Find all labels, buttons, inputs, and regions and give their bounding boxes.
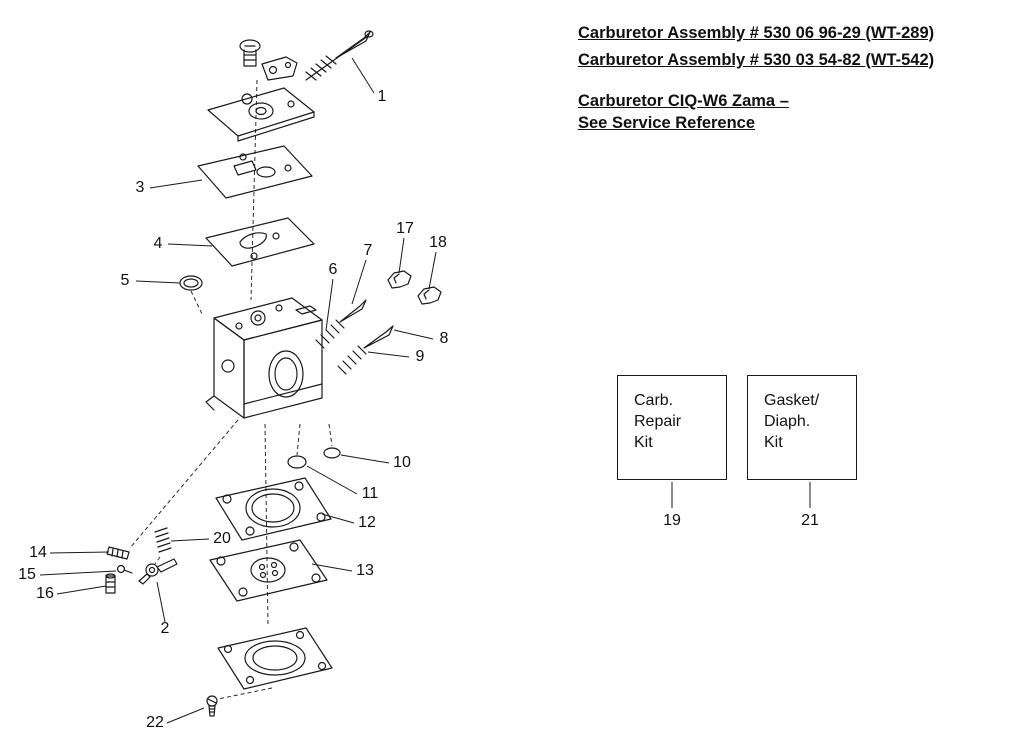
part-label-13: 13 (356, 562, 374, 579)
part-label-2: 2 (161, 620, 170, 637)
welch-plug-drawing (323, 447, 341, 459)
part-label-20: 20 (213, 530, 231, 547)
spring-20-drawing (154, 527, 172, 553)
part-label-18: 18 (429, 234, 447, 251)
carb-repair-kit-number: 19 (663, 512, 681, 529)
part-label-22: 22 (146, 714, 164, 731)
gasket-drawing (197, 145, 313, 199)
bottom-cover-drawing (217, 627, 333, 690)
part-label-9: 9 (416, 348, 425, 365)
part-label-8: 8 (440, 330, 449, 347)
part-label-11: 11 (362, 485, 379, 502)
part-label-16: 16 (36, 585, 54, 602)
assembly-title-2: Carburetor Assembly # 530 03 54-82 (WT-5… (578, 51, 935, 69)
part-label-7: 7 (364, 242, 373, 259)
thumb-screw-drawing (239, 39, 261, 67)
pump-diaphragm-drawing (215, 477, 332, 541)
part-label-5: 5 (121, 272, 130, 289)
part-label-4: 4 (154, 235, 163, 252)
clip-18-drawing (417, 286, 442, 305)
valve-16-drawing (105, 573, 116, 594)
metering-lever-drawing (138, 558, 178, 585)
part-label-10: 10 (393, 454, 411, 471)
gasket-diaphragm-kit-label: Gasket/ Diaph. Kit (764, 392, 820, 452)
metering-plate-drawing (205, 217, 315, 267)
ring-drawing (287, 455, 307, 469)
part-label-14: 14 (29, 544, 47, 561)
plug-drawing (179, 275, 203, 291)
gasket-diaphragm-kit-number: 21 (801, 512, 819, 529)
part-label-15: 15 (18, 566, 36, 583)
leader-lines (39, 57, 811, 724)
service-reference-line: See Service Reference (578, 114, 756, 132)
screw-15-drawing (116, 564, 133, 574)
needle-spring-assembly-drawing (305, 30, 374, 81)
gasket-diaphragm-kit-box: Gasket/ Diaph. Kit (747, 375, 857, 480)
part-label-12: 12 (358, 514, 376, 531)
part-label-6: 6 (329, 261, 338, 278)
needle-valve-lower-drawing (337, 325, 394, 375)
assembly-title-1: Carburetor Assembly # 530 06 96-29 (WT-2… (578, 24, 935, 42)
part-label-3: 3 (136, 179, 145, 196)
part-label-17: 17 (396, 220, 414, 237)
cover-screw-drawing (206, 695, 218, 717)
bracket-drawing (261, 56, 298, 81)
needle-valve-upper-drawing (315, 299, 367, 349)
pin-14-drawing (106, 546, 130, 560)
carb-repair-kit-box: Carb. Repair Kit (617, 375, 727, 480)
clip-17-drawing (387, 270, 412, 289)
metering-diaphragm-drawing (209, 539, 328, 602)
cover-plate-drawing (207, 87, 315, 142)
carburetor-model-line: Carburetor CIQ-W6 Zama – (578, 92, 789, 110)
carb-repair-kit-label: Carb. Repair Kit (634, 392, 682, 452)
carburetor-body-drawing (205, 297, 323, 419)
part-label-1: 1 (378, 88, 387, 105)
alignment-dashed-lines (129, 79, 333, 700)
